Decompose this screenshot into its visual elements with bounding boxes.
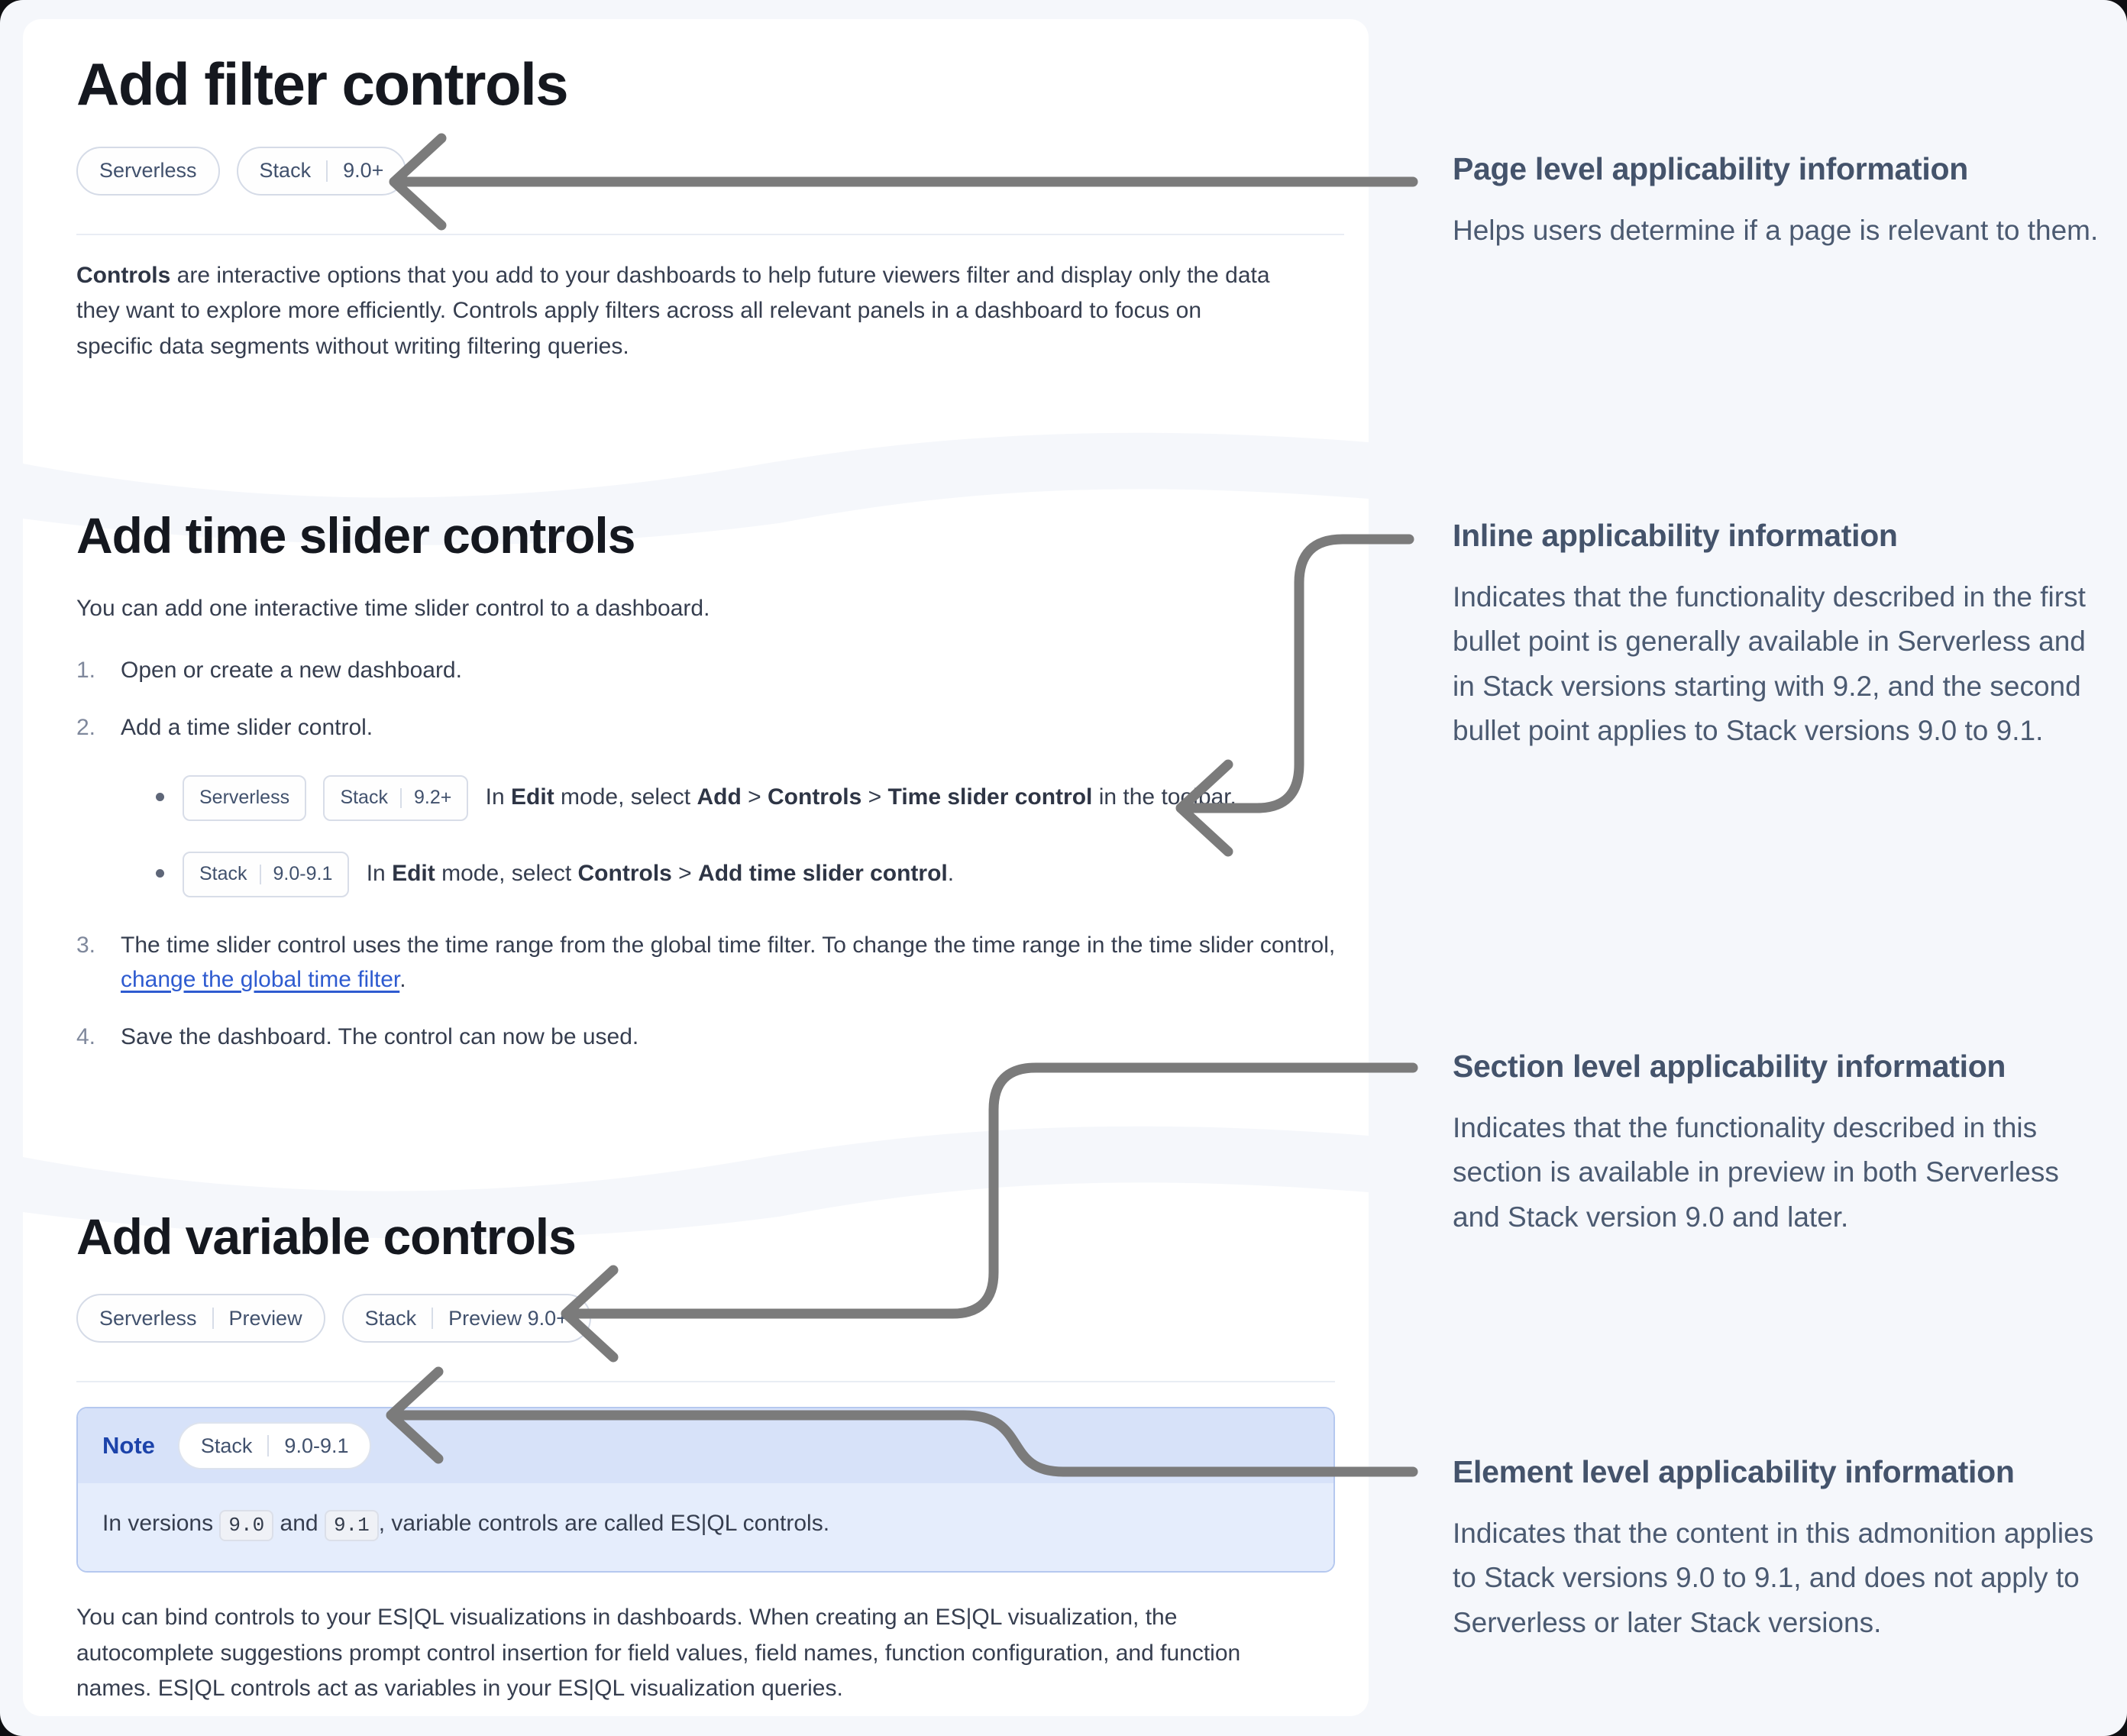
annotation-body: Indicates that the functionality describ…	[1453, 581, 2086, 747]
section-title: Add time slider controls	[76, 507, 635, 564]
badge-stack-9-0-9-1: Stack 9.0-9.1	[183, 851, 350, 897]
badge-divider	[259, 864, 261, 884]
badge-stack-9-0-9-1: Stack 9.0-9.1	[177, 1422, 372, 1470]
badge-part: Stack	[199, 863, 247, 885]
badge-part: 9.0-9.1	[273, 863, 333, 885]
list-item-serverless-stack-92: Serverless Stack 9.2+ In Edit mode, selec…	[156, 774, 1348, 821]
badge-part: 9.0+	[343, 159, 384, 183]
annotation-title: Page level applicability information	[1453, 151, 1968, 186]
step-4: 4. Save the dashboard. The control can n…	[76, 1020, 1348, 1054]
section-add-time-slider-controls: Add time slider controls You can add one…	[76, 509, 1348, 1054]
badge-part: Stack	[259, 159, 312, 183]
annotation-section-level: Section level applicability information …	[1453, 1049, 2111, 1240]
badge-stack-preview-9-0: Stack Preview 9.0+	[341, 1294, 591, 1343]
badge-part: Stack	[364, 1306, 417, 1330]
annotation-element-level: Element level applicability information …	[1453, 1454, 2111, 1645]
step-1: 1. Open or create a new dashboard.	[76, 653, 1348, 687]
annotation-title: Inline applicability information	[1453, 518, 1898, 553]
annotation-title: Section level applicability information	[1453, 1049, 2006, 1084]
bullet-text: In Edit mode, select Controls > Add time…	[366, 860, 955, 886]
badge-stack-9-2: Stack 9.2+	[323, 774, 469, 821]
divider	[76, 233, 1344, 235]
page-title: Add filter controls	[76, 50, 569, 118]
annotation-page-level: Page level applicability information Hel…	[1453, 151, 2111, 253]
badge-serverless-preview: Serverless Preview	[76, 1294, 325, 1343]
badge-part: Stack	[340, 787, 388, 809]
badge-part: Stack	[200, 1434, 253, 1457]
note-label: Note	[102, 1432, 155, 1460]
page-badges: Serverless Stack 9.0+	[76, 146, 1344, 196]
annotation-inline-level: Inline applicability information Indicat…	[1453, 518, 2111, 754]
annotation-title: Element level applicability information	[1453, 1454, 2015, 1489]
annotation-body: Indicates that the functionality describ…	[1453, 1112, 2059, 1233]
badge-divider	[212, 1308, 214, 1330]
bullet-icon	[156, 868, 164, 878]
list-item-stack-90-91: Stack 9.0-9.1 In Edit mode, select Contro…	[156, 851, 1348, 897]
global-time-filter-link[interactable]: change the global time filter	[121, 966, 400, 992]
divider	[76, 1381, 1335, 1383]
note-header: Note Stack 9.0-9.1	[78, 1408, 1333, 1484]
note-body: In versions 9.0 and 9.1, variable contro…	[78, 1483, 1333, 1572]
section-add-variable-controls: Add variable controls Serverless Preview …	[76, 1208, 1335, 1730]
badge-divider	[399, 787, 402, 808]
badge-part: Preview 9.0+	[448, 1306, 568, 1330]
badge-part: 9.0-9.1	[284, 1434, 349, 1457]
annotation-body: Indicates that the content in this admon…	[1453, 1518, 2094, 1638]
annotation-body: Helps users determine if a page is relev…	[1453, 215, 2099, 246]
section-add-filter-controls: Add filter controls Serverless Stack 9.0+…	[76, 53, 1344, 387]
step-text: Save the dashboard. The control can now …	[121, 1023, 639, 1049]
note-admonition: Note Stack 9.0-9.1 In versions 9.0 and 9.…	[76, 1407, 1335, 1573]
section-badges: Serverless Preview Stack Preview 9.0+	[76, 1294, 1335, 1343]
sub-bullet-list: Serverless Stack 9.2+ In Edit mode, selec…	[156, 774, 1348, 897]
badge-serverless: Serverless	[76, 146, 220, 196]
step-text: Open or create a new dashboard.	[121, 657, 462, 683]
ordered-steps: 1. Open or create a new dashboard. 2. Ad…	[76, 653, 1348, 1054]
badge-divider	[267, 1435, 270, 1457]
step-number: 2.	[76, 714, 96, 740]
badge-serverless: Serverless	[183, 774, 307, 821]
badge-part: Serverless	[199, 787, 290, 809]
step-number: 3.	[76, 932, 96, 958]
section-title: Add variable controls	[76, 1208, 577, 1265]
step-3: 3. The time slider control uses the time…	[76, 928, 1348, 997]
badge-divider	[432, 1308, 434, 1330]
intro-paragraph: Controls are interactive options that yo…	[76, 262, 1270, 359]
section-intro: You can add one interactive time slider …	[76, 596, 710, 622]
badge-divider	[326, 160, 328, 182]
badge-stack-9-0: Stack 9.0+	[236, 146, 407, 196]
step-number: 1.	[76, 657, 96, 683]
badge-part: 9.2+	[413, 787, 452, 809]
bullet-icon	[156, 792, 164, 801]
step-number: 4.	[76, 1023, 96, 1049]
bullet-text: In Edit mode, select Add > Controls > Ti…	[485, 784, 1236, 810]
content-column: Add filter controls Serverless Stack 9.0+…	[23, 19, 1369, 1716]
badge-part: Serverless	[99, 1306, 197, 1330]
step-2: 2. Add a time slider control. Serverless…	[76, 710, 1348, 905]
badge-part: Preview	[228, 1306, 302, 1330]
step-text: Add a time slider control.	[121, 714, 373, 740]
section-paragraph: You can bind controls to your ES|QL visu…	[76, 1605, 1241, 1702]
step-text: The time slider control uses the time ra…	[121, 932, 1336, 992]
badge-part: Serverless	[99, 159, 197, 183]
